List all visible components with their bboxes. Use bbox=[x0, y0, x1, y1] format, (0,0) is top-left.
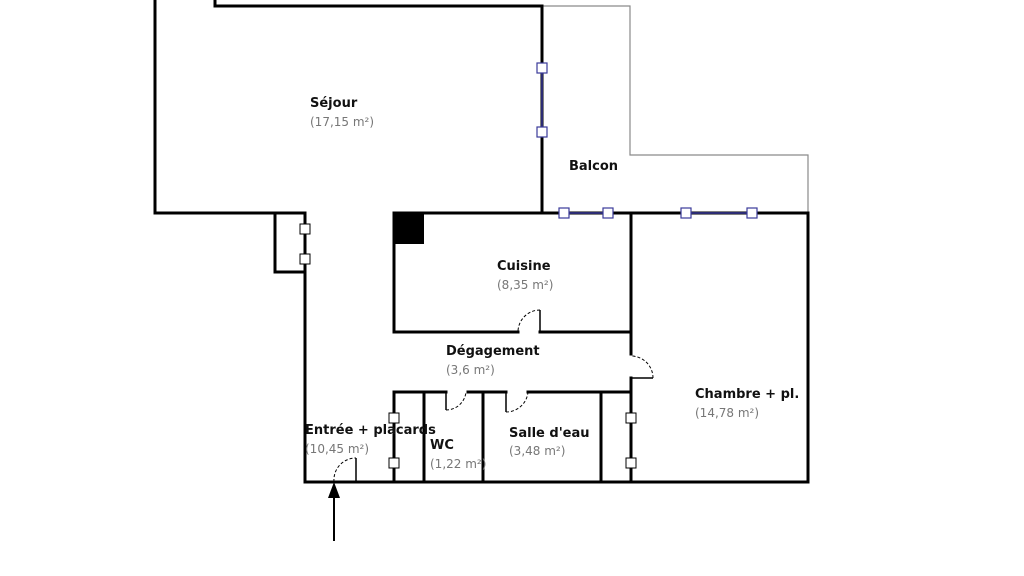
door-entree-node bbox=[388, 412, 400, 424]
wall-west-sejour bbox=[153, 0, 307, 484]
window-node bbox=[680, 207, 692, 219]
room-area-degagement: (3,6 m²) bbox=[446, 363, 495, 377]
room-name-balcon: Balcon bbox=[569, 159, 618, 174]
room-area-chambre: (14,78 m²) bbox=[695, 406, 759, 420]
closet-door-node bbox=[299, 223, 311, 235]
room-name-sejour: Séjour bbox=[310, 96, 358, 111]
door-wc-arc bbox=[445, 391, 467, 411]
room-name-wc: WC bbox=[430, 438, 454, 453]
window-node bbox=[536, 126, 548, 138]
room-name-entree: Entrée + placards bbox=[305, 423, 436, 438]
door-chambre-closet-node bbox=[625, 412, 637, 424]
room-name-degagement: Dégagement bbox=[446, 344, 540, 359]
door-entree-node bbox=[388, 457, 400, 469]
room-name-chambre: Chambre + pl. bbox=[695, 387, 799, 402]
window-node bbox=[536, 62, 548, 74]
room-name-salle-eau: Salle d'eau bbox=[509, 426, 590, 441]
wall-kitchen bbox=[392, 211, 544, 334]
window-node bbox=[602, 207, 614, 219]
door-salle-arc bbox=[505, 391, 529, 413]
arrow-up-icon bbox=[328, 482, 340, 541]
room-area-sejour: (17,15 m²) bbox=[310, 115, 374, 129]
wall-closet-niche bbox=[273, 211, 307, 274]
door-kitchen-arc bbox=[517, 309, 541, 333]
room-area-cuisine: (8,35 m²) bbox=[497, 278, 553, 292]
window-node bbox=[558, 207, 570, 219]
window-node bbox=[746, 207, 758, 219]
room-area-salle-eau: (3,48 m²) bbox=[509, 444, 565, 458]
door-chambre-arc bbox=[630, 355, 654, 379]
room-area-wc: (1,22 m²) bbox=[430, 457, 486, 471]
room-area-entree: (10,45 m²) bbox=[305, 442, 369, 456]
room-name-cuisine: Cuisine bbox=[497, 259, 551, 274]
closet-door-node bbox=[299, 253, 311, 265]
wall-sejour-outer bbox=[213, 0, 544, 215]
door-entrance-arc bbox=[333, 457, 357, 483]
black-square-icon bbox=[394, 214, 424, 244]
door-chambre-closet-node bbox=[625, 457, 637, 469]
balcony-outline bbox=[542, 5, 809, 213]
